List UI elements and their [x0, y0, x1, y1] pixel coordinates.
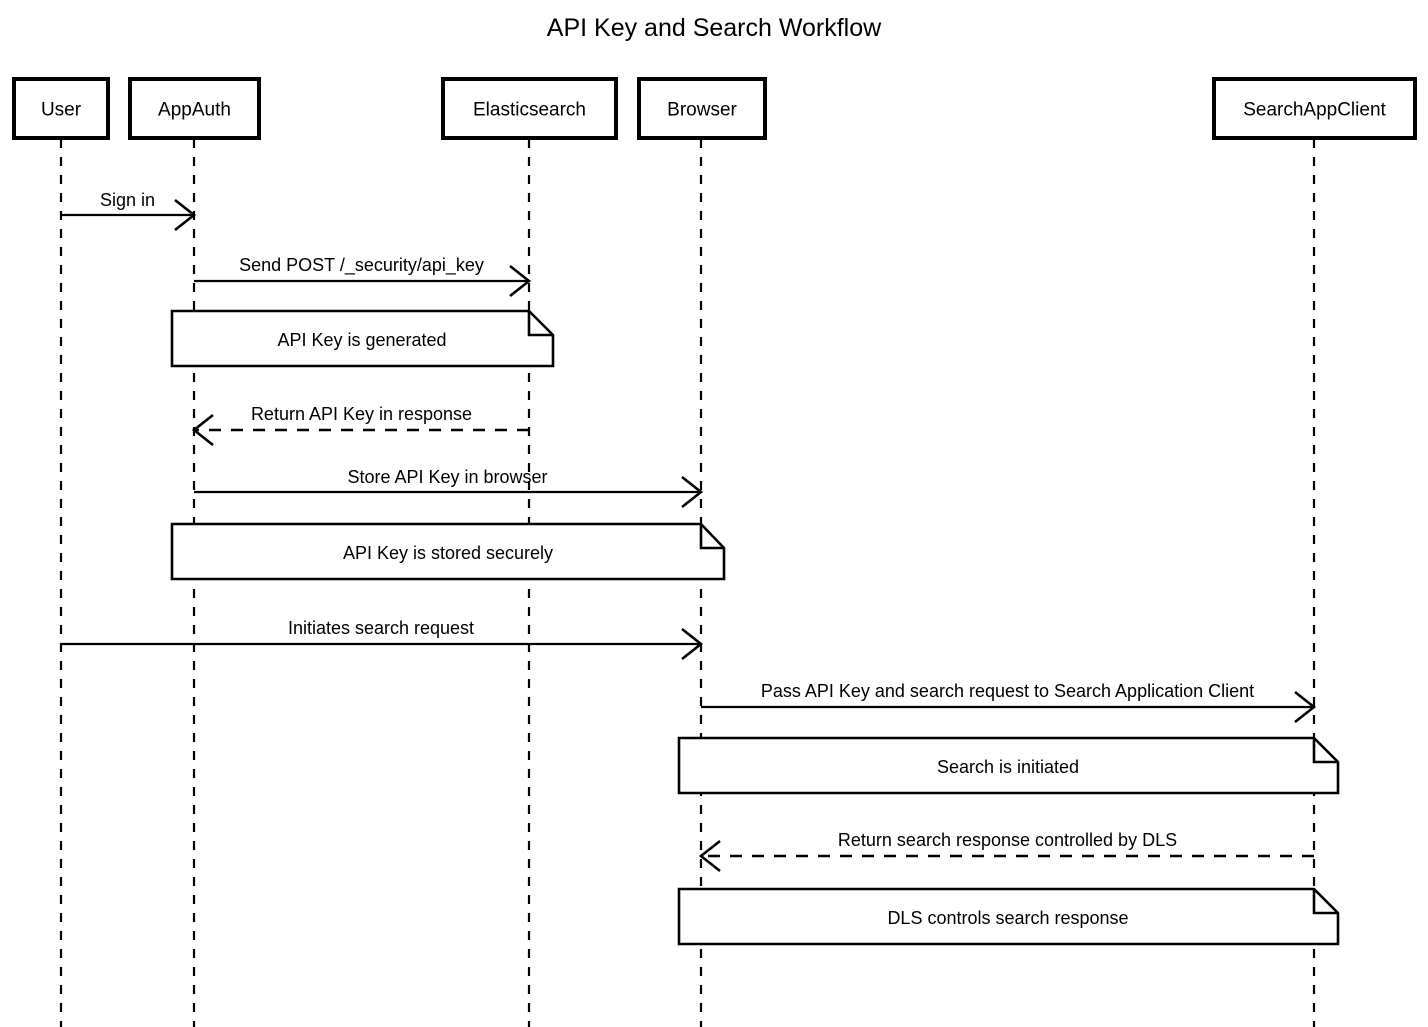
message-label-m3: Return API Key in response	[251, 404, 472, 424]
note-n1: API Key is generated	[170, 309, 555, 368]
arrowhead-icon-m5	[681, 627, 704, 661]
message-m5: Initiates search request	[61, 618, 704, 661]
note-body-n4	[677, 887, 1340, 946]
participant-box-user	[12, 77, 110, 140]
message-label-m6: Pass API Key and search request to Searc…	[761, 681, 1254, 701]
message-label-m1: Sign in	[100, 190, 155, 210]
note-body-n1	[170, 309, 555, 368]
arrowhead-icon-m6	[1294, 690, 1317, 724]
arrowhead-icon-m1	[174, 198, 197, 232]
message-label-m4: Store API Key in browser	[347, 467, 547, 487]
lifelines-layer	[59, 139, 1316, 1027]
participant-box-client	[1212, 77, 1417, 140]
message-m3: Return API Key in response	[191, 404, 529, 447]
participant-client[interactable]: SearchAppClient	[1212, 77, 1417, 140]
note-fold-corner-icon-n4	[1312, 889, 1338, 915]
message-m6: Pass API Key and search request to Searc…	[701, 681, 1317, 724]
note-fold-corner-icon-n2	[699, 524, 724, 550]
participant-browser[interactable]: Browser	[637, 77, 767, 140]
note-n3: Search is initiated	[677, 736, 1340, 795]
diagram-title: API Key and Search Workflow	[547, 14, 882, 42]
message-label-m2: Send POST /_security/api_key	[239, 255, 484, 276]
note-fold-corner-icon-n3	[1312, 738, 1338, 764]
note-fold-corner-icon-n1	[527, 311, 553, 337]
message-label-m7: Return search response controlled by DLS	[838, 830, 1177, 850]
note-label-n1: API Key is generated	[277, 330, 446, 350]
participant-box-appauth	[128, 77, 261, 140]
note-body-n3	[677, 736, 1340, 795]
participant-box-es	[441, 77, 618, 140]
note-label-n3: Search is initiated	[937, 757, 1079, 777]
participant-label-appauth: AppAuth	[158, 100, 231, 121]
message-m4: Store API Key in browser	[194, 467, 704, 509]
participant-es[interactable]: Elasticsearch	[441, 77, 618, 140]
participant-label-es: Elasticsearch	[473, 100, 586, 121]
message-m1: Sign in	[61, 190, 197, 232]
participant-label-browser: Browser	[667, 100, 737, 121]
arrowhead-icon-m7	[698, 839, 721, 873]
note-label-n2: API Key is stored securely	[343, 543, 553, 563]
participant-label-user: User	[41, 100, 82, 121]
note-label-n4: DLS controls search response	[887, 908, 1128, 928]
messages-layer: Sign in Send POST /_security/api_keyRetur…	[61, 190, 1317, 873]
message-m2: Send POST /_security/api_key	[194, 255, 532, 298]
message-m7: Return search response controlled by DLS	[698, 830, 1314, 873]
participants-layer: User AppAuth Elasticsearch Browser SearchApp…	[12, 77, 1417, 140]
note-body-n2	[170, 522, 726, 581]
arrowhead-icon-m2	[509, 264, 532, 298]
participant-user[interactable]: User	[12, 77, 110, 140]
arrowhead-icon-m4	[681, 475, 704, 509]
note-n4: DLS controls search response	[677, 887, 1340, 946]
note-n2: API Key is stored securely	[170, 522, 726, 581]
message-label-m5: Initiates search request	[288, 618, 474, 638]
participant-label-client: SearchAppClient	[1243, 100, 1386, 121]
participant-appauth[interactable]: AppAuth	[128, 77, 261, 140]
participant-box-browser	[637, 77, 767, 140]
arrowhead-icon-m3	[191, 413, 214, 447]
